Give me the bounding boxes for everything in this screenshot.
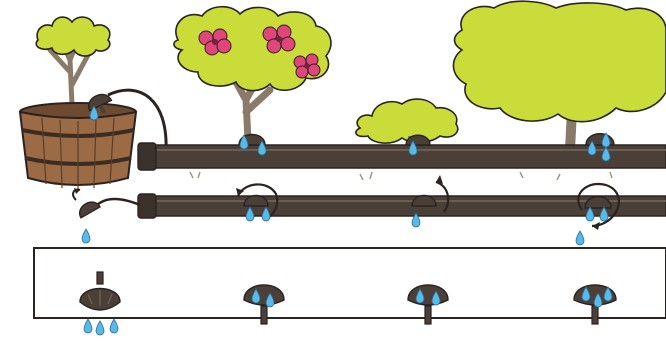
water-drop-icon (81, 228, 91, 244)
drip-emitter-icon (584, 196, 612, 209)
emitter-detail-panel (33, 247, 666, 319)
flowering-tree-icon (173, 5, 332, 144)
rotate-arrow-icon (435, 180, 450, 213)
rotate-arrow-icon (236, 183, 279, 222)
drip-emitter-icon (411, 194, 437, 207)
water-drop-icon (109, 318, 119, 334)
flower (198, 28, 232, 56)
drip-emitter-icon (79, 271, 121, 311)
drip-emitter-icon (78, 201, 101, 219)
water-drop-icon (575, 230, 585, 246)
drip-emitter-icon (243, 194, 269, 207)
water-drop-icon (95, 320, 105, 336)
large-tree-icon (452, 0, 666, 155)
rotate-arrow-icon (577, 182, 620, 228)
water-drop-icon (83, 318, 93, 334)
main-drip-line (137, 142, 666, 181)
flower (262, 24, 296, 54)
flower (293, 53, 321, 79)
barrel (18, 102, 138, 189)
potted-tree-icon (18, 16, 168, 189)
